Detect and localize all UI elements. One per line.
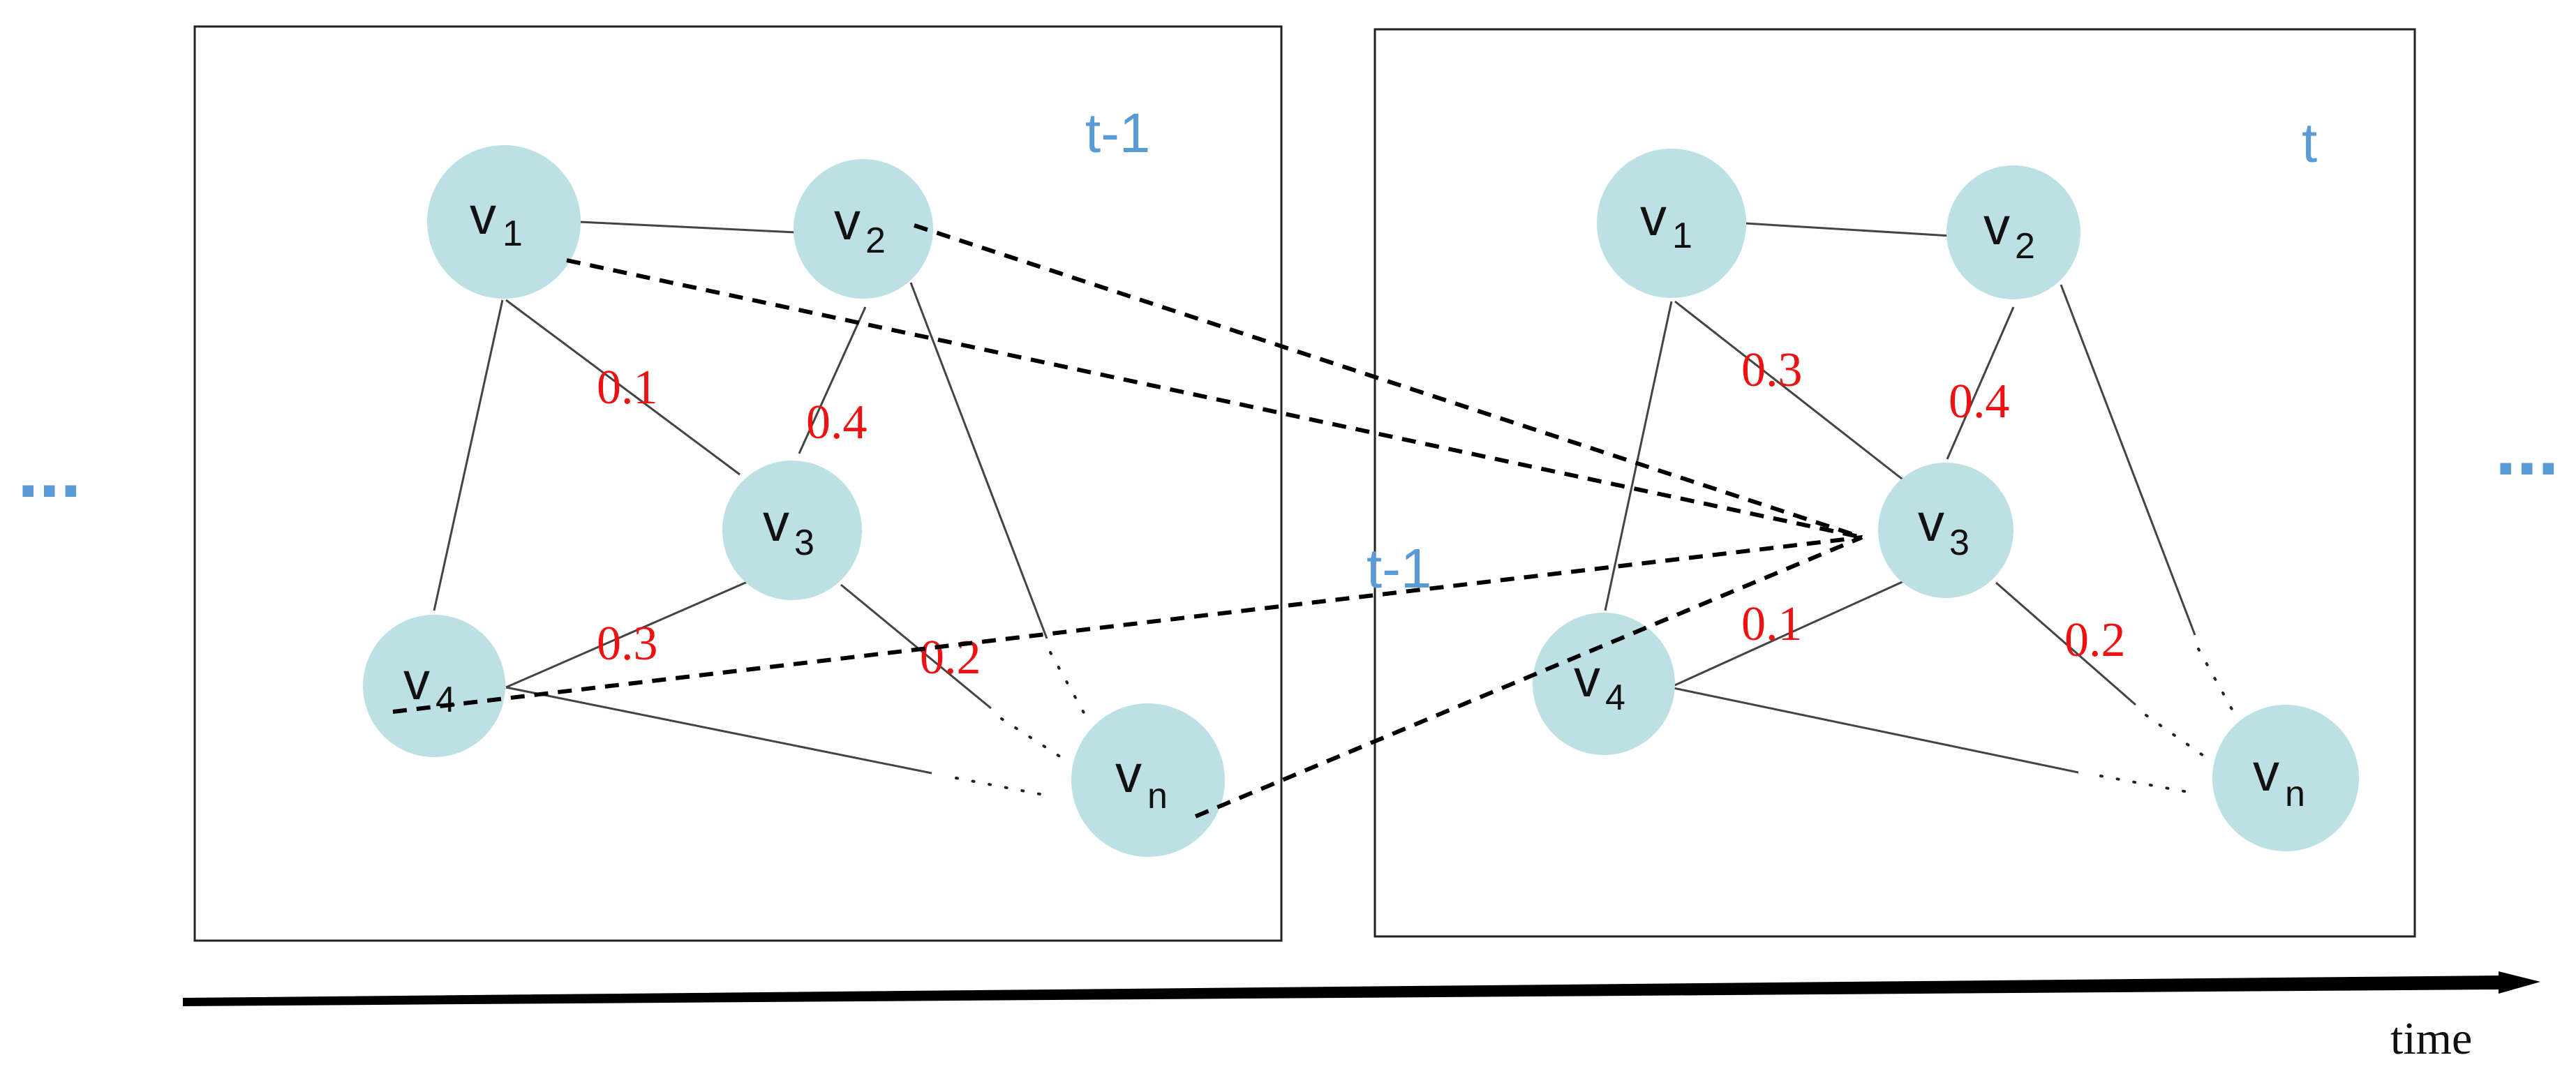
edge-v4-v3 xyxy=(505,579,751,689)
node-v3: v 3 xyxy=(1878,463,2013,598)
node-subscript: n xyxy=(2285,774,2305,814)
node-base: v xyxy=(763,493,789,553)
node-vn: v n xyxy=(2212,705,2359,851)
time-label-t: t xyxy=(2302,112,2317,174)
node-circle xyxy=(427,145,581,299)
time-label-t-minus-1: t-1 xyxy=(1085,102,1150,164)
node-circle xyxy=(1878,463,2013,598)
node-circle xyxy=(1071,703,1225,857)
node-base: v xyxy=(1574,649,1600,708)
edge-v1-v3 xyxy=(1674,300,1906,483)
edge-v2-v3 xyxy=(1946,306,2015,460)
edge-v2-vn xyxy=(2060,284,2196,636)
temporal-edge-label: t-1 xyxy=(1367,537,1431,599)
edge-v2-vn-dots xyxy=(1049,651,1087,717)
node-v4: v 4 xyxy=(363,615,505,757)
node-circle xyxy=(1597,149,1746,298)
node-subscript: 4 xyxy=(435,680,456,720)
weight-v2-v3: 0.4 xyxy=(806,396,868,449)
edge-v1-v2 xyxy=(1744,222,1951,237)
edge-v3-vn xyxy=(1995,581,2136,706)
node-base: v xyxy=(470,186,496,246)
node-base: v xyxy=(403,652,430,711)
time-axis: time xyxy=(183,971,2540,1064)
temporal-edge-v1-to-v3 xyxy=(566,258,1863,539)
temporal-edge-v4-to-v3 xyxy=(392,535,1863,714)
snapshot-t-minus-1: t-1 v 1 v 2 v xyxy=(193,25,1283,942)
edge-v4-vn xyxy=(1669,686,2079,774)
edge-v2-vn-dots xyxy=(2197,648,2235,713)
node-base: v xyxy=(1115,745,1142,804)
weight-v3-vn: 0.2 xyxy=(2064,613,2126,667)
edge-v1-v3 xyxy=(505,299,740,476)
node-circle xyxy=(794,159,933,299)
node-subscript: 4 xyxy=(1605,678,1625,718)
node-v4: v 4 xyxy=(1533,613,1675,755)
edge-v1-v2 xyxy=(579,221,796,234)
time-axis-label: time xyxy=(2390,1013,2472,1064)
node-circle xyxy=(1533,613,1675,755)
left-ellipsis: ... xyxy=(17,428,82,514)
temporal-edges xyxy=(392,223,1863,819)
node-circle xyxy=(363,615,505,757)
weight-v3-vn: 0.2 xyxy=(920,631,981,685)
node-circle xyxy=(722,461,862,600)
edge-v3-vn xyxy=(840,583,992,710)
node-subscript: n xyxy=(1147,776,1168,816)
node-subscript: 3 xyxy=(1949,523,1970,563)
node-vn: v n xyxy=(1071,703,1225,857)
node-v1: v 1 xyxy=(427,145,581,299)
node-base: v xyxy=(1918,493,1944,553)
node-base: v xyxy=(1983,197,2010,256)
snapshot-t: t v 1 v 2 v xyxy=(1373,28,2416,938)
node-circle xyxy=(1946,165,2080,299)
node-v2: v 2 xyxy=(794,159,933,299)
edge-v1-v4 xyxy=(433,299,504,611)
edge-v1-v4 xyxy=(1604,301,1673,611)
node-base: v xyxy=(1640,188,1667,247)
edge-v3-vn-dots xyxy=(1000,717,1062,759)
weight-v2-v3: 0.4 xyxy=(1949,375,2010,428)
node-v1: v 1 xyxy=(1597,149,1746,298)
node-base: v xyxy=(834,192,861,251)
right-ellipsis: ... xyxy=(2495,405,2559,491)
weight-v1-v3: 0.1 xyxy=(597,361,658,414)
weight-v4-v3: 0.1 xyxy=(1741,597,1803,651)
node-subscript: 3 xyxy=(794,523,814,563)
node-subscript: 2 xyxy=(2015,226,2035,267)
edge-v4-vn xyxy=(505,686,932,775)
edge-v2-vn xyxy=(909,282,1048,639)
edge-v4-v3 xyxy=(1669,579,1906,689)
node-v2: v 2 xyxy=(1946,165,2080,299)
weight-v1-v3: 0.3 xyxy=(1741,343,1803,397)
node-v3: v 3 xyxy=(722,461,862,600)
temporal-edge-v2-to-v3 xyxy=(914,223,1863,539)
node-circle xyxy=(2212,705,2359,851)
edge-v2-v3 xyxy=(798,306,867,454)
node-subscript: 1 xyxy=(1672,216,1692,256)
time-axis-arrow xyxy=(183,971,2540,1006)
weight-v4-v3: 0.3 xyxy=(597,617,658,671)
node-base: v xyxy=(2253,743,2279,802)
node-subscript: 1 xyxy=(502,214,523,254)
node-subscript: 2 xyxy=(865,221,886,261)
temporal-edge-vn-to-v3 xyxy=(1194,535,1863,819)
